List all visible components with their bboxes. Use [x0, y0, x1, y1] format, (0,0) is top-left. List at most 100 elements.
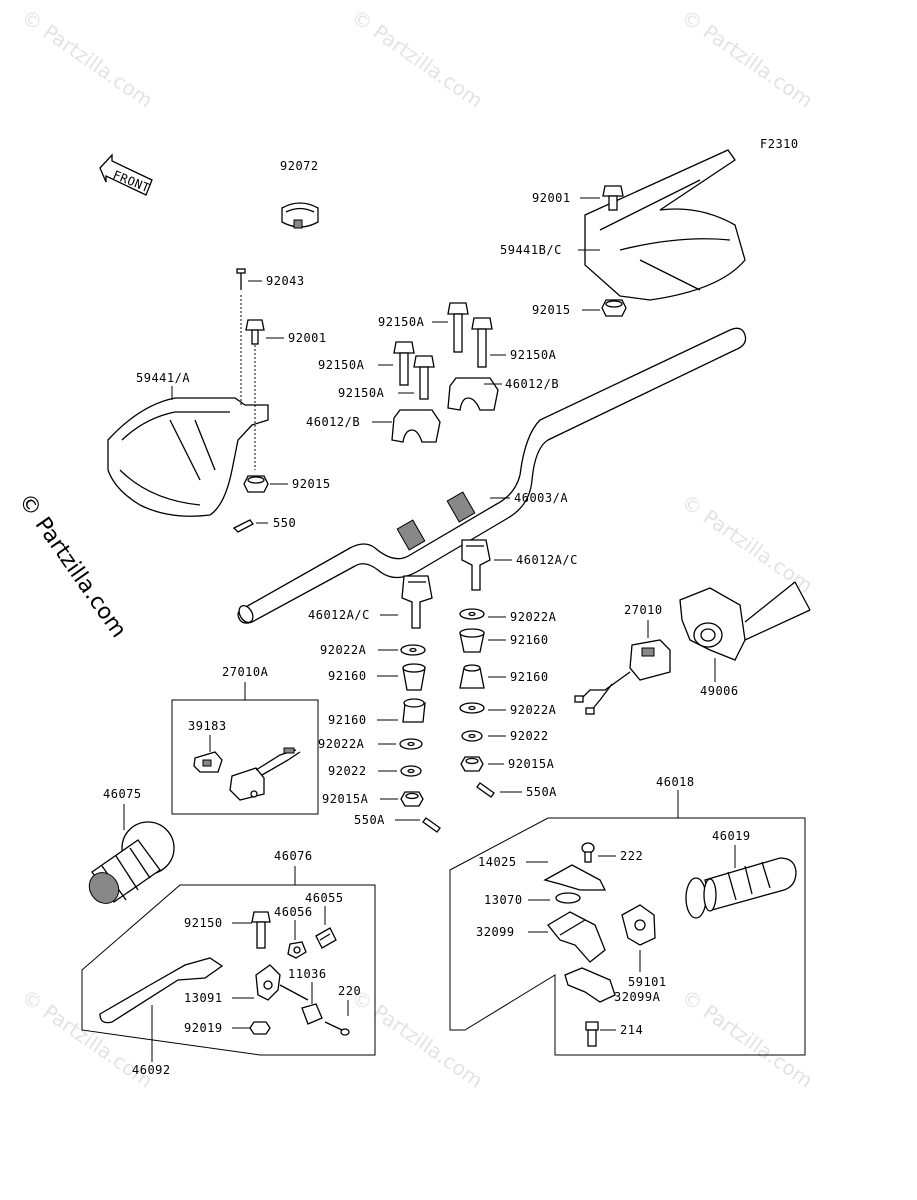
watermark-7: © Partzilla.com [677, 984, 817, 1092]
label-550A-1: 550A [526, 785, 557, 799]
label-92001-right: 92001 [532, 191, 571, 205]
label-46092: 46092 [132, 1063, 171, 1077]
adjuster-46055 [315, 927, 337, 949]
plate-14025 [543, 864, 607, 891]
label-46003A: 46003/A [514, 491, 568, 505]
label-46018: 46018 [656, 775, 695, 789]
clamp-46012B-upper [447, 377, 499, 411]
label-32099: 32099 [476, 925, 515, 939]
bolt-92001-right [602, 185, 624, 211]
label-49006: 49006 [700, 684, 739, 698]
label-46076: 46076 [274, 849, 313, 863]
label-550A-2: 550A [354, 813, 385, 827]
cotter-550A-r [476, 782, 495, 798]
nut-92019 [249, 1021, 271, 1035]
label-92043: 92043 [266, 274, 305, 288]
watermark-3: © Partzilla.com [677, 4, 817, 112]
label-46012AC-l: 46012A/C [308, 608, 370, 622]
holder-46012AC-left [401, 575, 433, 629]
cotter-550A-l [422, 817, 441, 833]
label-92022-1: 92022 [510, 729, 549, 743]
label-92160-1: 92160 [510, 633, 549, 647]
bolt-92150A-4 [413, 355, 435, 400]
nut-92015A-r [460, 756, 484, 772]
label-92150A-4: 92150A [338, 386, 385, 400]
throttle-housing-49006 [679, 581, 811, 661]
switch-27010A-body [229, 747, 301, 801]
label-220: 220 [338, 984, 361, 998]
label-92160-3: 92160 [510, 670, 549, 684]
label-59101: 59101 [628, 975, 667, 989]
washer-92022-l [400, 765, 422, 777]
label-222: 222 [620, 849, 643, 863]
switch-27010 [574, 639, 671, 715]
watermark-4: © Partzilla.com [677, 489, 817, 597]
washer-92022A-l1 [400, 644, 426, 656]
label-92022A-4: 92022A [318, 737, 365, 751]
label-92022-2: 92022 [328, 764, 367, 778]
washer-92022A-r2 [459, 702, 485, 714]
label-46012B-2: 46012/B [306, 415, 360, 429]
lever-assy-46076-box [81, 884, 376, 1056]
label-92015-left: 92015 [292, 477, 331, 491]
watermark-1: © Partzilla.com [17, 4, 157, 112]
watermark-2: © Partzilla.com [347, 4, 487, 112]
label-92015A-1: 92015A [508, 757, 555, 771]
label-92150A-2: 92150A [510, 348, 557, 362]
label-550-left: 550 [273, 516, 296, 530]
screw-222 [581, 842, 595, 863]
rubber-92160-r1 [459, 628, 485, 653]
bolt-92150A-3 [393, 341, 415, 386]
side-watermark: © Partzilla.com [13, 489, 131, 642]
label-92150A-3: 92150A [318, 358, 365, 372]
washer-92022-r [461, 730, 483, 742]
handguard-left [107, 397, 269, 517]
screw-220 [324, 1021, 350, 1036]
label-59441BC: 59441B/C [500, 243, 562, 257]
label-92160-4: 92160 [328, 713, 367, 727]
washer-92022A-l2 [399, 738, 423, 750]
case-32099A [564, 967, 616, 1003]
label-92022A-1: 92022A [510, 610, 557, 624]
bolt-92150 [251, 911, 271, 949]
screw-214 [585, 1021, 599, 1047]
nut-46056 [287, 941, 307, 959]
label-46012B-1: 46012/B [505, 377, 559, 391]
bolt-92001-left [245, 319, 265, 345]
label-32099A: 32099A [614, 990, 661, 1004]
label-214: 214 [620, 1023, 643, 1037]
label-92022A-2: 92022A [320, 643, 367, 657]
holder-46012AC-right [461, 539, 491, 591]
nut-92015-right [601, 299, 627, 317]
collar-13070 [555, 892, 581, 904]
label-46075: 46075 [103, 787, 142, 801]
label-14025: 14025 [478, 855, 517, 869]
label-92015A-2: 92015A [322, 792, 369, 806]
figure-code: F2310 [760, 137, 799, 151]
label-46012AC-r: 46012A/C [516, 553, 578, 567]
label-92160-2: 92160 [328, 669, 367, 683]
bolt-92150A-1 [447, 302, 469, 353]
lever-holder-13091 [255, 964, 309, 1001]
handlebar-46003A [237, 327, 747, 624]
label-59441A: 59441/A [136, 371, 190, 385]
cotter-550-left [232, 519, 254, 533]
washer-92022A-r1 [459, 608, 485, 620]
clamp-39183 [193, 751, 223, 773]
label-92072: 92072 [280, 159, 319, 173]
label-39183: 39183 [188, 719, 227, 733]
holder-59101 [621, 904, 656, 946]
watermark-6: © Partzilla.com [347, 984, 487, 1092]
grip-46019 [685, 857, 797, 919]
label-92019: 92019 [184, 1021, 223, 1035]
label-92001-left: 92001 [288, 331, 327, 345]
handguard-right [584, 149, 746, 301]
label-27010A: 27010A [222, 665, 269, 679]
label-46019: 46019 [712, 829, 751, 843]
clamp-46012B-lower [391, 409, 441, 443]
label-46056: 46056 [274, 905, 313, 919]
label-92150: 92150 [184, 916, 223, 930]
nut-92015A-l [400, 791, 424, 807]
label-11036: 11036 [288, 967, 327, 981]
clamp-92072 [281, 202, 319, 229]
